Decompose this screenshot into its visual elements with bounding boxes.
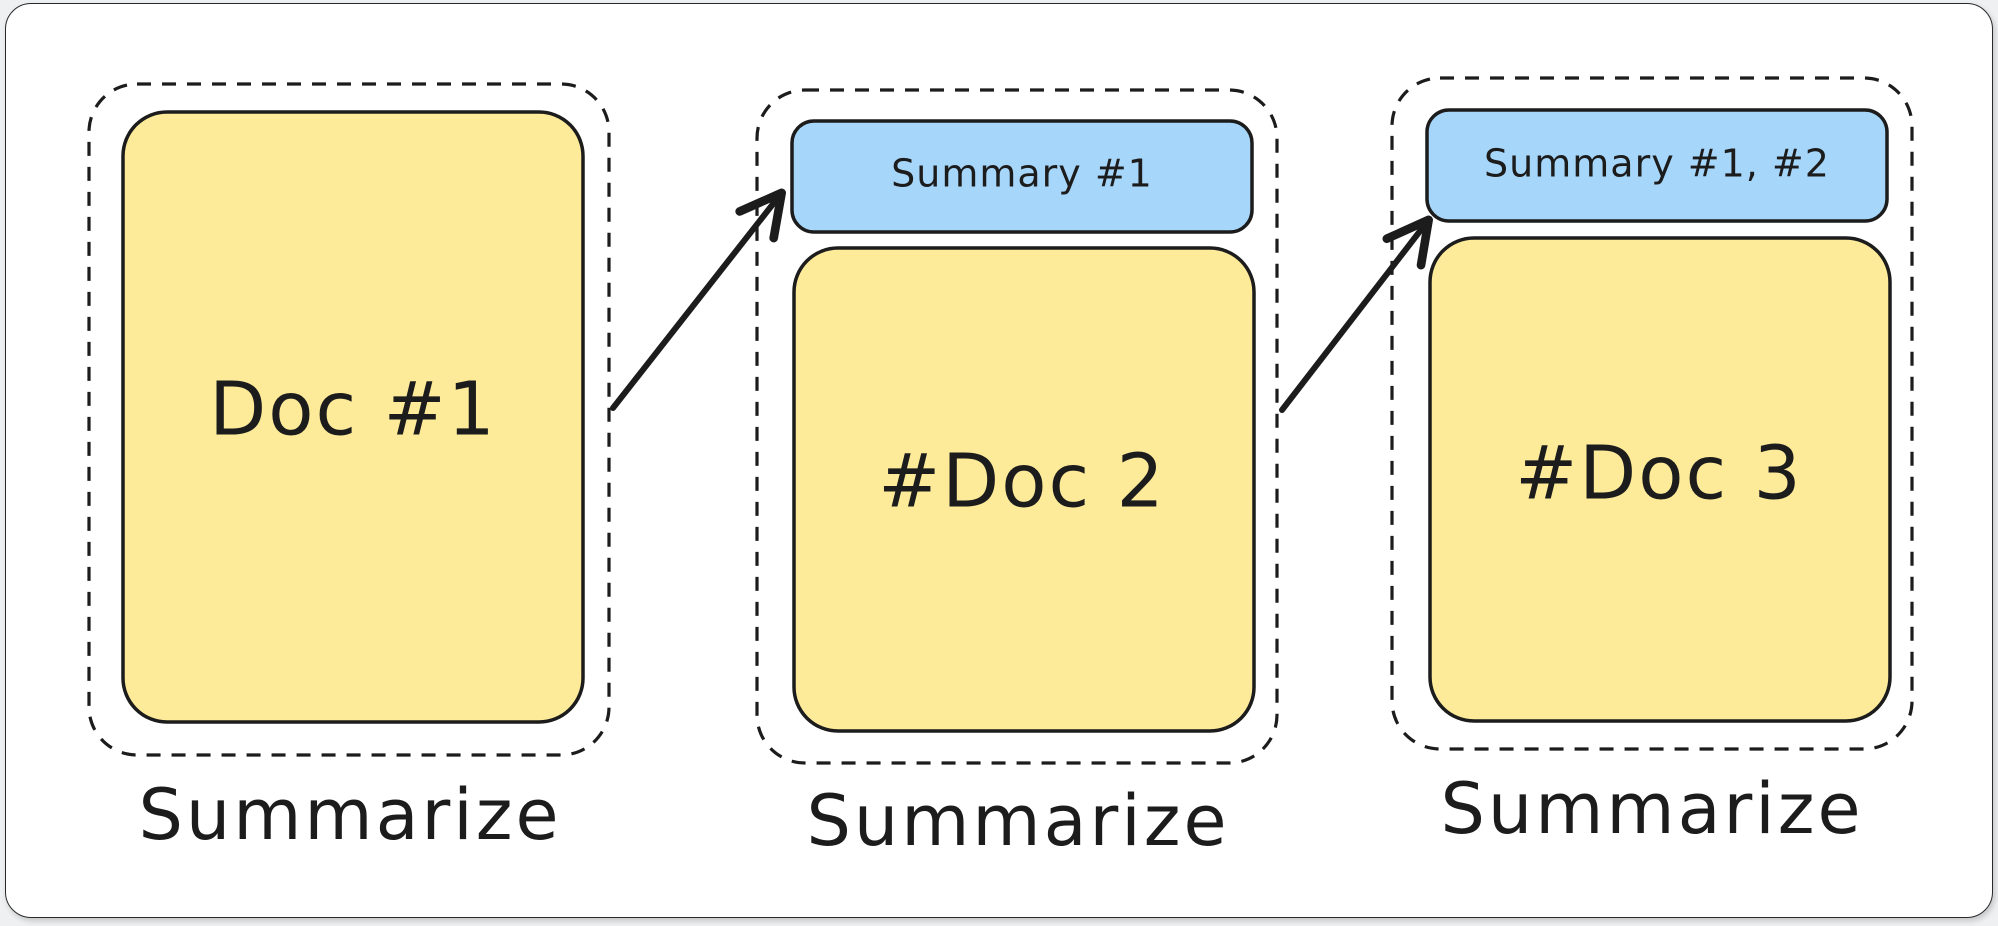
doc-2-label: #Doc 2 (878, 439, 1166, 525)
doc-3-label: #Doc 3 (1515, 431, 1803, 517)
panel-1-dashed-group (87, 82, 611, 757)
summary-1-box (790, 119, 1254, 234)
arrow-doc1-to-summary1 (610, 188, 786, 411)
panel-2-caption: Summarize (806, 780, 1229, 862)
panel-1: Doc #1 Summarize (87, 82, 611, 856)
panel-2-dashed-group (755, 88, 1279, 765)
summary-1-label: Summary #1 (891, 152, 1153, 196)
panel-3-caption: Summarize (1440, 768, 1863, 850)
panel-3-dashed-group (1390, 76, 1914, 751)
summary-2-label: Summary #1, #2 (1484, 142, 1830, 186)
panel-1-caption: Summarize (138, 774, 561, 856)
doc-1-box (121, 110, 585, 724)
doc-2-box (792, 246, 1256, 733)
summary-2-box (1425, 108, 1889, 223)
arrow-doc2-to-summary2 (1279, 215, 1433, 413)
panel-2: Summary #1 #Doc 2 Summarize (755, 88, 1279, 862)
panel-3: Summary #1, #2 #Doc 3 Summarize (1390, 76, 1914, 850)
doc-3-box (1428, 236, 1892, 723)
doc-1-label: Doc #1 (209, 367, 497, 453)
